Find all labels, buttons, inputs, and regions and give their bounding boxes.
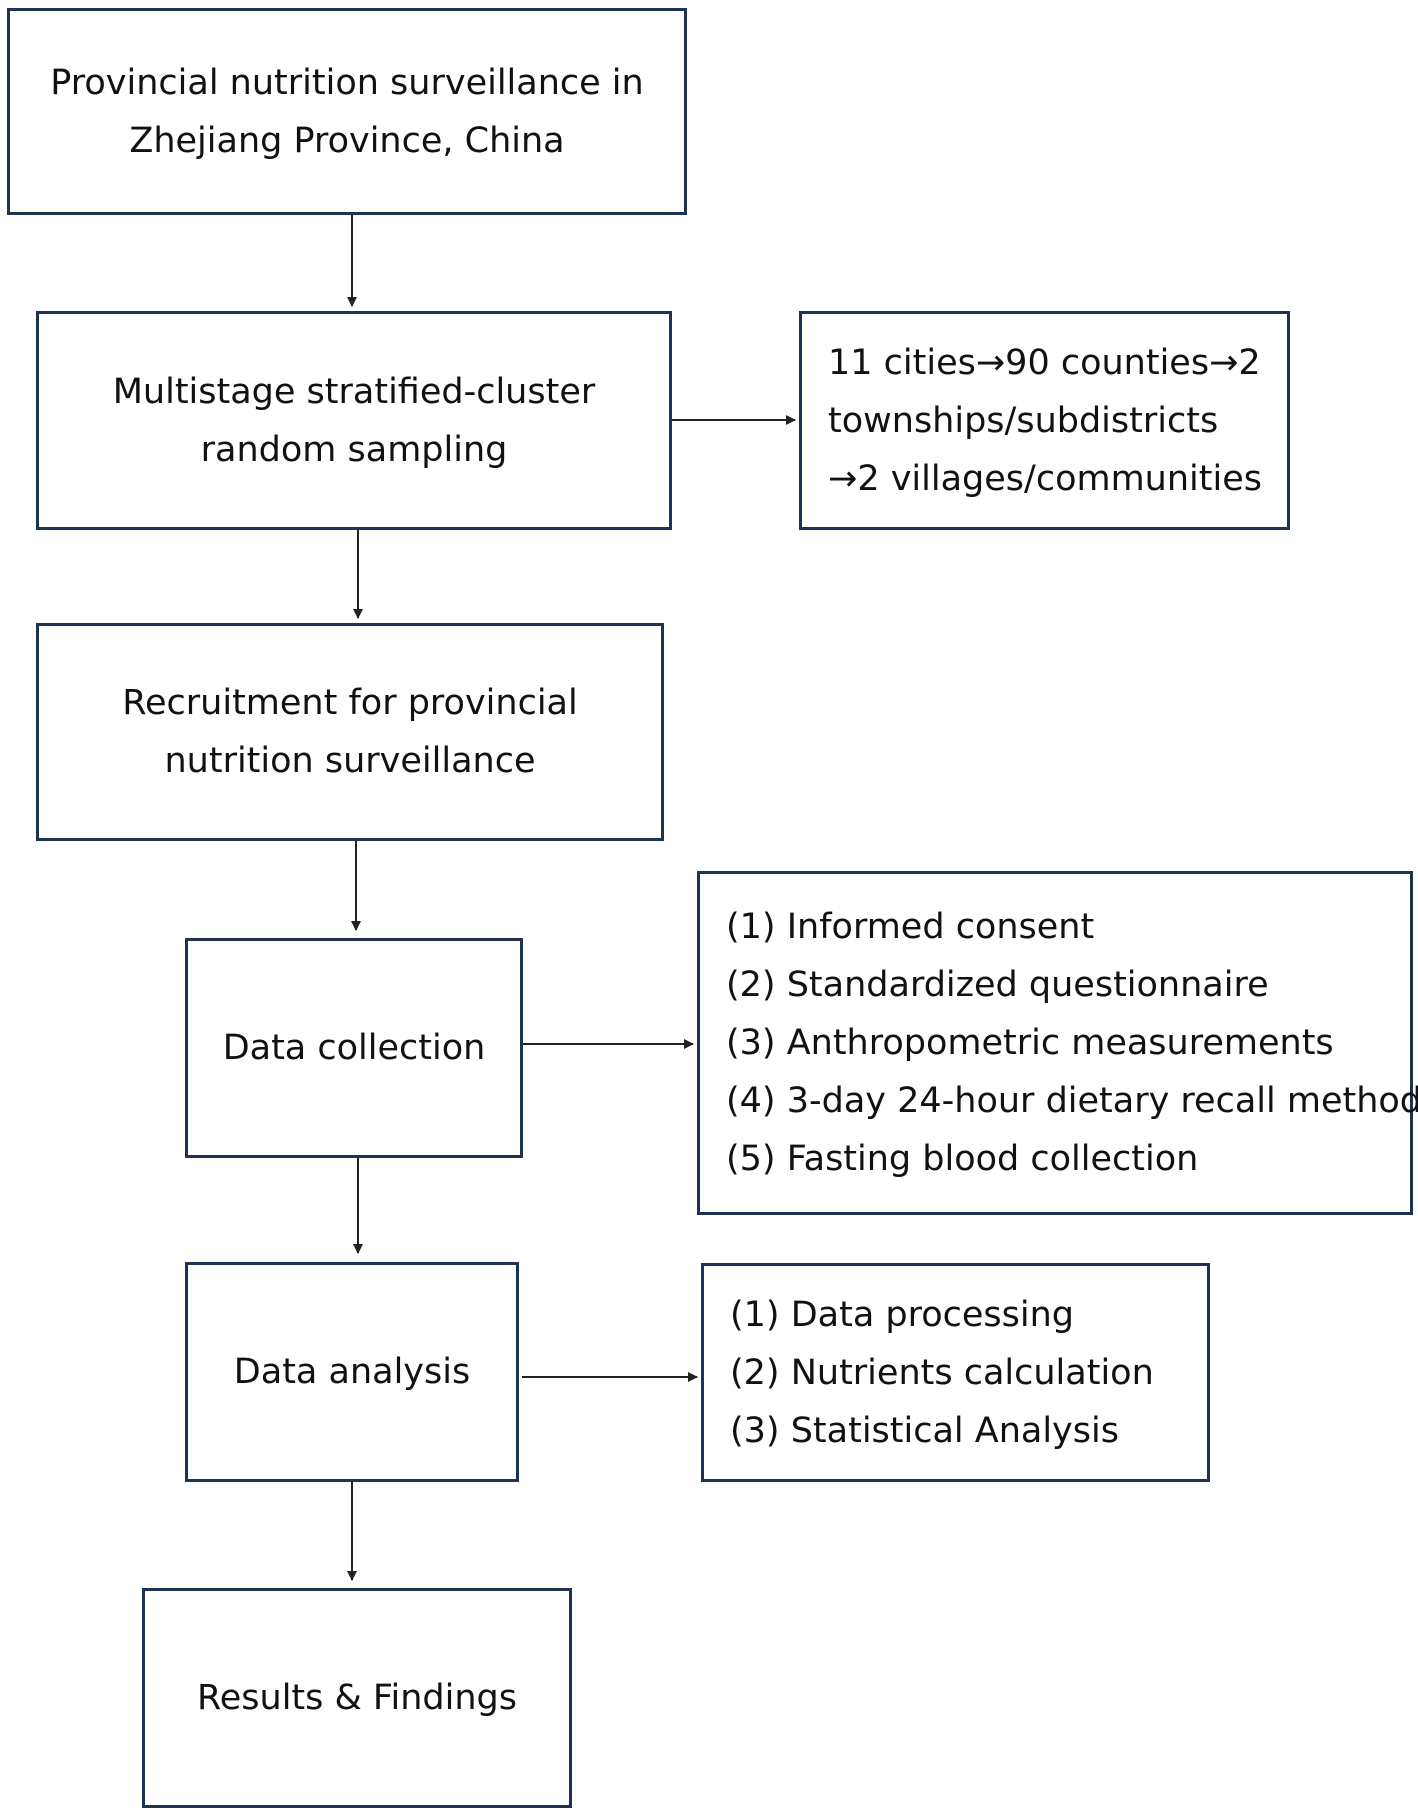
step-line: Provincial nutrition surveillance in [50, 62, 644, 103]
step-results-findings: Results & Findings [142, 1588, 572, 1808]
detail-line: (5) Fasting blood collection [726, 1139, 1199, 1179]
step-recruitment: Recruitment for provincial nutrition sur… [36, 623, 664, 841]
detail-line: (2) Standardized questionnaire [726, 965, 1269, 1005]
detail-line: →2 villages/communities [828, 458, 1262, 499]
step-line: Multistage stratified-cluster [112, 371, 596, 412]
detail-line: (4) 3-day 24-hour dietary recall method [726, 1081, 1418, 1121]
step-data-analysis: Data analysis [185, 1262, 519, 1482]
step-line: Recruitment for provincial [122, 683, 578, 723]
detail-data-collection: (1) Informed consent (2) Standardized qu… [697, 871, 1418, 1215]
detail-line: (3) Anthropometric measurements [726, 1023, 1334, 1063]
step-line: Data analysis [233, 1352, 471, 1392]
step-line: Zhejiang Province, China [129, 120, 565, 161]
step-line: nutrition surveillance [164, 741, 536, 781]
detail-line: (1) Informed consent [726, 907, 1095, 947]
detail-data-analysis: (1) Data processing (2) Nutrients calcul… [701, 1263, 1210, 1482]
detail-line: (2) Nutrients calculation [730, 1352, 1154, 1393]
detail-line: (1) Data processing [730, 1294, 1075, 1335]
step-data-collection: Data collection [185, 938, 523, 1158]
step-line: Results & Findings [197, 1678, 517, 1718]
step-line: random sampling [200, 429, 508, 470]
detail-line: 11 cities→90 counties→2 [828, 342, 1261, 383]
step-sampling: Multistage stratified-cluster random sam… [36, 311, 672, 530]
step-provincial-surveillance: Provincial nutrition surveillance in Zhe… [7, 8, 687, 215]
detail-sampling: 11 cities→90 counties→2 townships/subdis… [799, 311, 1290, 530]
step-line: Data collection [222, 1028, 486, 1068]
detail-line: (3) Statistical Analysis [730, 1410, 1119, 1451]
detail-line: townships/subdistricts [828, 400, 1219, 441]
